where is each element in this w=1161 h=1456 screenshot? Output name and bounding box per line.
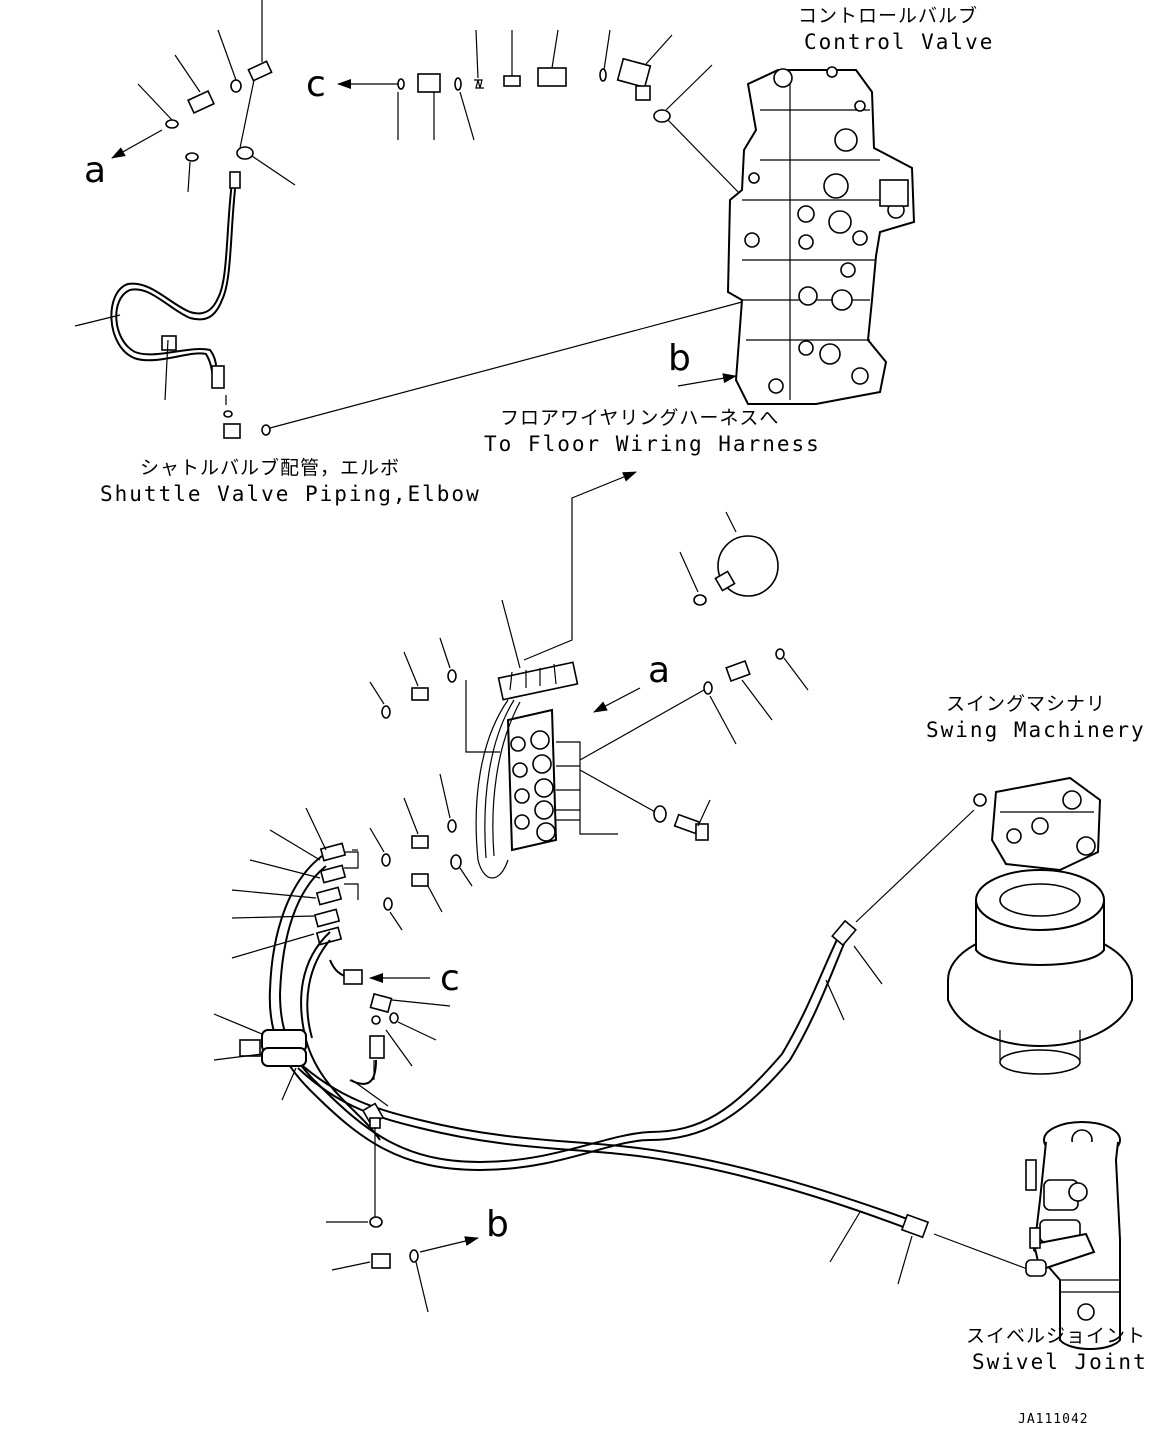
- swing-machinery-label-en: Swing Machinery: [926, 718, 1146, 742]
- harness-leader: [523, 471, 637, 661]
- swivel-joint-drawing: [1025, 1121, 1121, 1350]
- shuttle-valve-piping: [74, 0, 743, 439]
- solenoid-valve-block: [369, 599, 809, 931]
- swing-machinery-drawing: [947, 776, 1133, 1075]
- ref-c-bundle: c: [440, 958, 460, 999]
- floor-harness-label-en: To Floor Wiring Harness: [484, 432, 821, 456]
- ref-a-solenoid: a: [648, 650, 671, 691]
- control-valve-drawing: [677, 66, 916, 405]
- hose-bundle: [213, 807, 1031, 1313]
- top-fitting-row: [337, 29, 743, 197]
- shuttle-valve-label-jp: シャトルバルブ配管，エルボ: [140, 457, 401, 479]
- drawing-code: JA111042: [1018, 1412, 1089, 1427]
- ref-b-bundle: b: [486, 1204, 509, 1245]
- floor-harness-label-jp: フロアワイヤリングハーネスへ: [500, 407, 780, 429]
- swing-machinery-label-jp: スイングマシナリ: [946, 693, 1107, 715]
- control-valve-label-jp: コントロールバルブ: [798, 5, 979, 27]
- swivel-joint-label-en: Swivel Joint: [972, 1350, 1148, 1374]
- shuttle-valve-label-en: Shuttle Valve Piping,Elbow: [100, 482, 481, 506]
- control-valve-label-en: Control Valve: [804, 30, 995, 54]
- ref-a-shuttle: a: [84, 150, 107, 191]
- ref-c-top: c: [306, 64, 326, 105]
- swivel-joint-label-jp: スイベルジョイント: [966, 1325, 1147, 1347]
- ref-b-control-valve: b: [668, 338, 691, 379]
- accumulator: [679, 511, 779, 606]
